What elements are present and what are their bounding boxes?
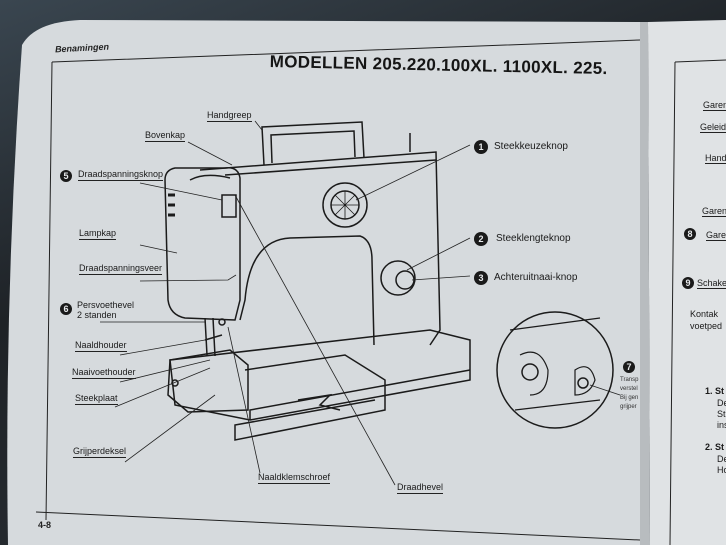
step-1-text: De St ins: [717, 398, 726, 431]
page-frame: [35, 39, 641, 541]
right-label-7: Kontak: [690, 309, 719, 319]
label-lampkap: Lampkap: [79, 228, 117, 240]
right-label-3: Hand: [705, 153, 726, 164]
step-1-line3: ins: [717, 420, 726, 430]
label-transport-line1: Transp: [620, 377, 639, 383]
page-gutter: [640, 22, 650, 545]
label-bovenkap: Bovenkap: [145, 130, 186, 142]
right-label-4: Garen: [702, 206, 726, 217]
step-2-title: 2. St: [705, 442, 725, 452]
label-naaivoethouder: Naaivoethouder: [72, 367, 136, 379]
label-achteruitnaai-knop: Achteruitnaai-knop: [494, 272, 578, 283]
step-1-line2: St: [717, 409, 726, 419]
right-label-1: Garen: [703, 100, 726, 111]
label-naaldklemschroef: Naaldklemschroef: [258, 472, 331, 484]
right-label-5: Garen: [706, 230, 726, 241]
label-persvoethevel: Persvoethevel 2 standen: [77, 300, 134, 320]
label-transport-line2: verstel: [620, 386, 638, 392]
label-draadhevel: Draadhevel: [397, 482, 444, 494]
label-steekplaat: Steekplaat: [75, 393, 118, 405]
label-persvoethevel-line2: 2 standen: [77, 310, 117, 320]
right-label-6: Schake: [697, 278, 726, 289]
label-persvoethevel-line1: Persvoethevel: [77, 300, 135, 310]
label-handgreep: Handgreep: [207, 110, 252, 122]
number-badge-5: 5: [60, 170, 72, 182]
step-2-line1: De: [717, 454, 726, 464]
right-label-2: Geleid: [700, 122, 726, 133]
number-badge-3: 3: [474, 271, 488, 285]
label-steeklengteknop: Steeklengteknop: [496, 233, 571, 244]
number-badge-2: 2: [474, 232, 488, 246]
label-transport-line3: Bij gen: [620, 395, 639, 401]
sewing-machine-drawing: [164, 121, 614, 441]
right-label-8: voetped: [690, 321, 723, 331]
number-badge-8: 8: [684, 228, 696, 240]
label-steekkeuzeknop: Steekkeuzeknop: [494, 141, 568, 152]
number-badge-7: 7: [623, 361, 635, 373]
step-2-line2: Ho: [717, 465, 726, 475]
label-transport-line4: grijper: [620, 404, 637, 410]
step-1-title: 1. St: [705, 386, 725, 396]
label-draadspanningsveer: Draadspanningsveer: [79, 263, 163, 275]
label-naaldhouder: Naaldhouder: [75, 340, 127, 352]
number-badge-1: 1: [474, 140, 488, 154]
label-draadspanningsknop: Draadspanningsknop: [78, 169, 164, 181]
page-number: 4-8: [38, 520, 52, 530]
step-2-text: De Ho: [717, 454, 726, 476]
label-transport: Transp verstel Bij gen grijper: [620, 376, 640, 412]
number-badge-6: 6: [60, 303, 72, 315]
leader-lines: [100, 120, 621, 486]
label-grijperdeksel: Grijperdeksel: [73, 446, 127, 458]
right-frame: [669, 59, 726, 545]
step-1-line1: De: [717, 398, 726, 408]
number-badge-9: 9: [682, 277, 694, 289]
